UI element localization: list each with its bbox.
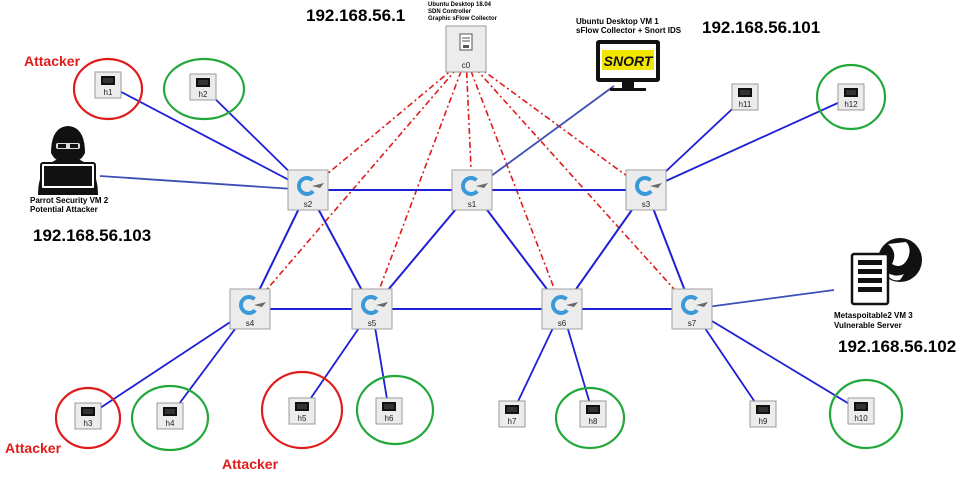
status-ring-h12	[815, 63, 887, 131]
controller-c0[interactable]: c0	[445, 25, 487, 73]
snort-desc-line2: sFlow Collector + Snort IDS	[576, 26, 682, 35]
controller-desc-line2: SDN Controller	[428, 9, 472, 15]
parrot-ip-label: 192.168.56.103	[33, 226, 152, 245]
switch-icon	[297, 176, 317, 196]
switch-s6[interactable]: s6	[541, 288, 583, 330]
switch-label: s7	[688, 319, 697, 328]
host-h10[interactable]: h10	[847, 397, 875, 425]
host-h11[interactable]: h11	[731, 83, 759, 111]
status-ring-h10	[828, 378, 904, 450]
host-h9[interactable]: h9	[749, 400, 777, 428]
switch-icon	[361, 295, 381, 315]
host-h4[interactable]: h4	[156, 402, 184, 430]
status-ring-h6	[355, 374, 435, 446]
attacker-label-h3: Attacker	[5, 440, 62, 456]
switch-label: s2	[304, 200, 313, 209]
attacker-label-h5: Attacker	[222, 456, 279, 472]
switch-label: s1	[468, 200, 477, 209]
controller-link-s3	[465, 57, 647, 191]
host-h7[interactable]: h7	[498, 400, 526, 428]
host-label: h5	[298, 414, 307, 423]
switch-label: s4	[246, 319, 255, 328]
switch-s7[interactable]: s7	[671, 288, 713, 330]
parrot-desc-line1: Parrot Security VM 2	[30, 196, 109, 205]
switch-icon	[635, 176, 655, 196]
switch-s2[interactable]: s2	[287, 169, 329, 211]
vm-link-metasploitable-s7	[691, 289, 835, 310]
host-label: h12	[844, 100, 858, 109]
status-ring-h3	[54, 386, 122, 450]
controller-link-s1	[465, 57, 473, 191]
switch-s3[interactable]: s3	[625, 169, 667, 211]
host-label: h4	[166, 419, 175, 428]
status-ring-h8	[554, 386, 626, 450]
host-h1[interactable]: h1	[94, 71, 122, 99]
controller-ip-label: 192.168.56.1	[306, 6, 406, 25]
host-label: h10	[854, 414, 868, 423]
status-ring-h4	[130, 384, 210, 452]
host-h5[interactable]: h5	[288, 397, 316, 425]
snort-logo: SNORT	[604, 53, 654, 69]
switch-icon	[681, 295, 701, 315]
parrot-vm-description: Parrot Security VM 2 Potential Attacker	[30, 196, 108, 214]
switch-s1[interactable]: s1	[451, 169, 493, 211]
host-label: h8	[589, 417, 598, 426]
metasploitable-desc-line1: Metaspoitable2 VM 3	[834, 311, 913, 320]
host-link-h3-s4	[87, 308, 251, 417]
host-label: h7	[508, 417, 517, 426]
switch-icon	[551, 295, 571, 315]
switch-icon	[461, 176, 481, 196]
host-label: h9	[759, 417, 768, 426]
attacker-label-h1: Attacker	[24, 53, 81, 69]
snort-ip-label: 192.168.56.101	[702, 18, 821, 37]
snort-monitor-icon: SNORT	[596, 40, 660, 91]
host-h12[interactable]: h12	[837, 83, 865, 111]
vm-link-parrot-s2	[99, 175, 309, 191]
server-globe-icon	[850, 238, 922, 306]
switch-label: s6	[558, 319, 567, 328]
host-h8[interactable]: h8	[579, 400, 607, 428]
controller-desc-line3: Graphic sFlow Collector	[428, 16, 498, 22]
host-link-h1-s2	[107, 84, 309, 191]
snort-desc-line1: Ubuntu Desktop VM 1	[576, 17, 659, 26]
hacker-icon	[38, 126, 98, 195]
metasploitable-ip-label: 192.168.56.102	[838, 337, 957, 356]
status-ring-h1	[72, 57, 144, 121]
controller-link-s4	[249, 57, 467, 310]
host-h6[interactable]: h6	[375, 397, 403, 425]
status-ring-h2	[162, 57, 246, 121]
switch-label: s3	[642, 200, 651, 209]
status-ring-h5	[260, 370, 344, 450]
vm-link-snort-s1	[471, 85, 615, 191]
metasploitable-vm-description: Metaspoitable2 VM 3 Vulnerable Server	[834, 311, 913, 331]
host-link-h10-s7	[691, 308, 862, 412]
host-label: h3	[84, 419, 93, 428]
controller-label: c0	[462, 61, 471, 70]
host-label: h1	[104, 88, 113, 97]
host-link-h12-s3	[645, 96, 852, 191]
controller-link-s5	[371, 57, 467, 310]
metasploitable-desc-line2: Vulnerable Server	[834, 321, 902, 330]
controller-desc-line1: Ubuntu Desktop 18.04	[428, 2, 492, 8]
controller-link-s2	[307, 57, 467, 191]
host-label: h11	[739, 100, 752, 109]
host-label: h6	[385, 414, 394, 423]
switch-icon	[239, 295, 259, 315]
parrot-desc-line2: Potential Attacker	[30, 205, 98, 214]
host-h3[interactable]: h3	[74, 402, 102, 430]
controller-link-s7	[465, 57, 693, 310]
switch-s4[interactable]: s4	[229, 288, 271, 330]
host-label: h2	[199, 90, 208, 99]
switch-s5[interactable]: s5	[351, 288, 393, 330]
controller-description: Ubuntu Desktop 18.04 SDN Controller Grap…	[428, 2, 497, 23]
snort-vm-description: Ubuntu Desktop VM 1 sFlow Collector + Sn…	[576, 17, 681, 35]
host-h2[interactable]: h2	[189, 73, 217, 101]
controller-link-s6	[465, 57, 563, 310]
switch-label: s5	[368, 319, 377, 328]
